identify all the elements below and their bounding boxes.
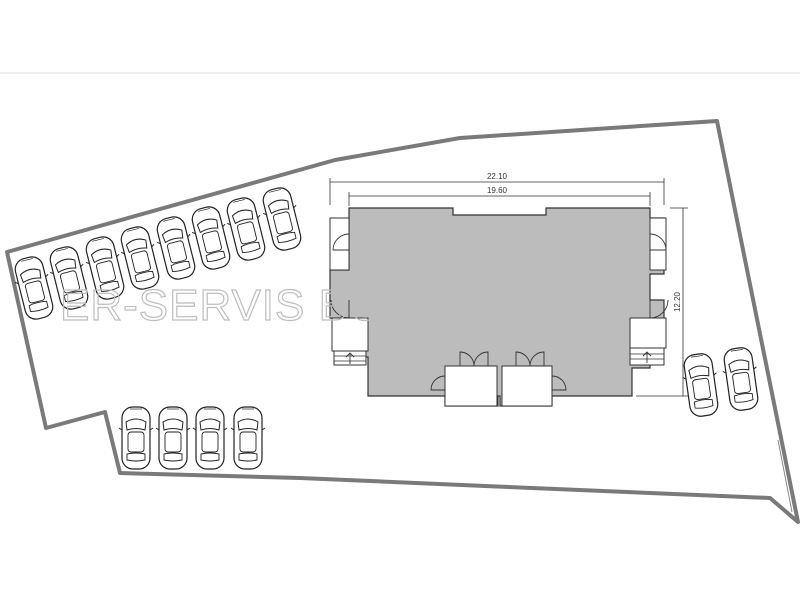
overall-width-label: 22.10 — [487, 172, 508, 181]
watermark-text: ER-SERVIS BULAT d.o.o. © — [60, 281, 637, 330]
left-stair-arrow-icon — [345, 352, 355, 364]
right-stair-arrow-icon — [642, 351, 652, 363]
inner-width-label: 19.60 — [487, 186, 508, 195]
boundary-inner-line — [777, 439, 793, 513]
parked-car-icon — [230, 406, 266, 470]
dimension-lines — [329, 178, 688, 397]
door-swings — [330, 233, 669, 391]
front-vestibule-left — [444, 365, 498, 407]
parked-car-icon — [155, 406, 191, 470]
depth-label: 12.20 — [673, 291, 682, 312]
building — [329, 207, 669, 407]
right-window-block — [649, 217, 667, 271]
parked-car-icon — [192, 406, 228, 470]
left-window-block — [329, 217, 350, 271]
parked-car-icon — [118, 406, 154, 470]
front-vestibule-right — [501, 365, 553, 407]
